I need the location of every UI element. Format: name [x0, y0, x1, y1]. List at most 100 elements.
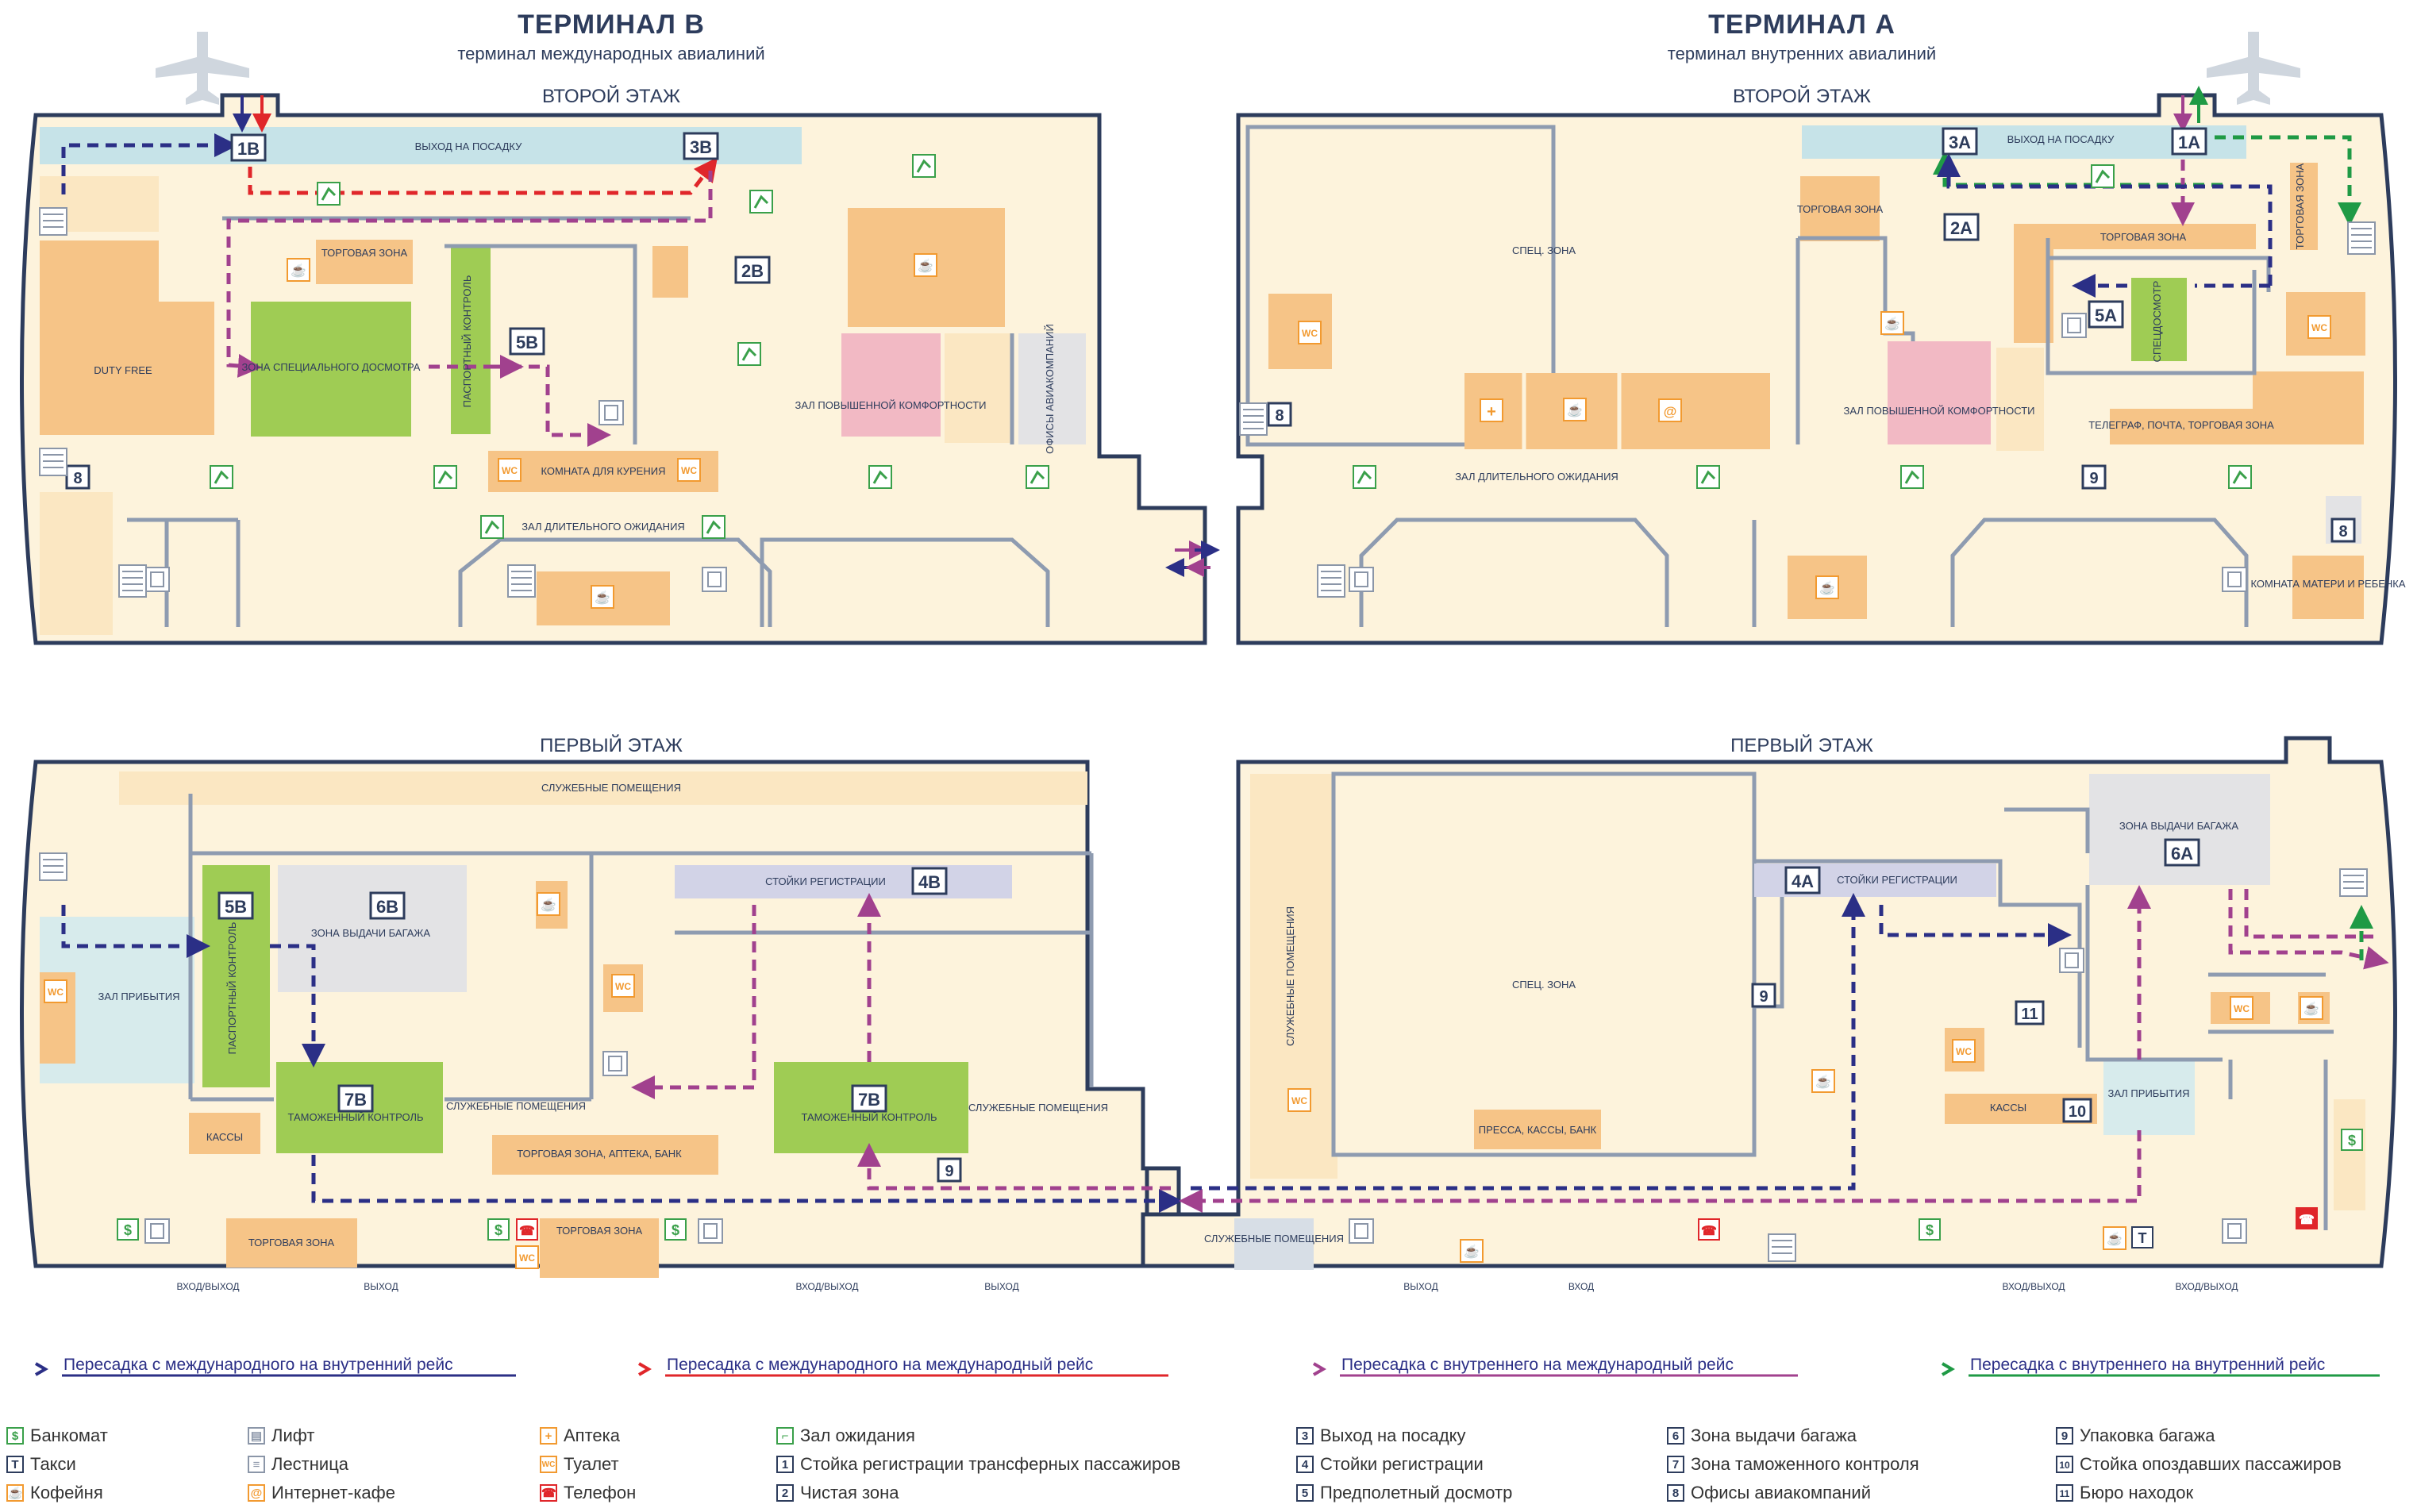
svg-text:☎: ☎ [1701, 1225, 1717, 1238]
svg-text:4В: 4В [918, 872, 941, 892]
terminal-b-title: ТЕРМИНАЛ В [518, 10, 705, 40]
stairs-icon [39, 207, 67, 236]
entry-label: ВХОД/ВЫХОД [795, 1281, 858, 1292]
elevator-icon: ▤ [248, 1427, 265, 1445]
legend-route-lines [34, 1362, 2380, 1377]
a1-arrival-label: ЗАЛ ПРИБЫТИЯ [2107, 1087, 2189, 1099]
svg-text:2В: 2В [741, 261, 764, 281]
b1-shop2-label: ТОРГОВАЯ ЗОНА [556, 1225, 643, 1237]
svg-text:9: 9 [945, 1163, 953, 1180]
number-markers: 1В 3В 2В 5В 8 3А 1А 2А 5А 8 9 8 5В 6В 4В… [65, 127, 2356, 1183]
b1-checkin-label: СТОЙКИ РЕГИСТРАЦИИ [765, 875, 886, 887]
waiting-room-icon: ⌐ [776, 1427, 794, 1445]
marker-9-a2: 9 [2081, 464, 2107, 490]
svg-text:WC: WC [681, 465, 697, 476]
b1-service3-label: СЛУЖЕБНЫЕ ПОМЕЩЕНИЯ [968, 1102, 1108, 1114]
terminal-a-second-floor [1236, 93, 2397, 645]
coffee-icon: ☕ [2300, 996, 2323, 1020]
floor-label-a1: ПЕРВЫЙ ЭТАЖ [1730, 735, 1873, 756]
elevator-icon [702, 567, 727, 592]
svg-text:5А: 5А [2095, 306, 2117, 325]
elevator-icon [2222, 567, 2247, 592]
b2-security-label: ЗОНА СПЕЦИАЛЬНОГО ДОСМОТРА [242, 361, 421, 373]
a2-shop-label: ТОРГОВАЯ ЗОНА [1797, 203, 1884, 215]
marker-9-a1: 9 [1751, 983, 1776, 1008]
svg-text:11: 11 [2021, 1006, 2038, 1023]
legend-internet-cafe: @Интернет-кафе [248, 1483, 395, 1503]
svg-text:WC: WC [2311, 322, 2327, 333]
a1-press-label: ПРЕССА, КАССЫ, БАНК [1479, 1124, 1597, 1136]
atm-icon: $ [6, 1427, 24, 1445]
marker-6a: 6А [2164, 838, 2200, 867]
phone-icon: ☎ [540, 1484, 557, 1502]
plane-icon [2207, 32, 2300, 105]
internet-cafe-icon: @ [248, 1484, 265, 1502]
waiting-room-icon [433, 465, 457, 489]
b1-customs1-label: ТАМОЖЕННЫЙ КОНТРОЛЬ [287, 1111, 423, 1123]
stairs-icon [2339, 868, 2368, 897]
b2-smoking-label: КОМНАТА ДЛЯ КУРЕНИЯ [541, 465, 666, 477]
svg-text:WC: WC [1291, 1095, 1307, 1106]
b2-passport-label: ПАСПОРТНЫЙ КОНТРОЛЬ [461, 275, 473, 408]
svg-text:☕: ☕ [1815, 1074, 1831, 1089]
marker-5b: 5В [509, 327, 545, 356]
svg-text:T: T [2138, 1230, 2147, 1246]
b2-duty-free-label: DUTY FREE [94, 364, 152, 376]
legend-stairs: ≡Лестница [248, 1454, 348, 1475]
svg-text:$: $ [2348, 1133, 2356, 1148]
svg-text:8: 8 [2338, 523, 2347, 541]
floor-label-b1: ПЕРВЫЙ ЭТАЖ [540, 735, 683, 756]
terminal-a-title: ТЕРМИНАЛ А [1708, 10, 1895, 40]
terminal-b-subtitle: терминал международных авиалиний [457, 44, 765, 63]
svg-text:☕: ☕ [918, 258, 933, 273]
b1-customs2-label: ТАМОЖЕННЫЙ КОНТРОЛЬ [801, 1111, 937, 1123]
taxi-icon: T [6, 1456, 24, 1473]
a2-gate-label: ВЫХОД НА ПОСАДКУ [2007, 133, 2115, 145]
elevator-icon [602, 1051, 628, 1076]
pharmacy-icon: + [540, 1427, 557, 1445]
pharmacy-icon: + [1480, 398, 1503, 422]
phone-icon: ☎ [2296, 1207, 2318, 1229]
svg-text:☕: ☕ [1819, 580, 1835, 595]
stairs-icon [1239, 402, 1268, 436]
svg-text:$: $ [495, 1222, 502, 1238]
svg-text:WC: WC [2234, 1003, 2250, 1014]
svg-text:WC: WC [615, 981, 631, 992]
elevator-icon [698, 1218, 723, 1244]
taxi-icon: T [2131, 1226, 2153, 1248]
a1-service-v-label: СЛУЖЕБНЫЕ ПОМЕЩЕНИЯ [1284, 906, 1296, 1046]
svg-text:7В: 7В [344, 1090, 367, 1110]
svg-text:8: 8 [73, 470, 82, 487]
marker-9-b1: 9 [937, 1157, 962, 1183]
stairs-icon [39, 852, 67, 881]
route-legend-dom-dom: Пересадка с внутреннего на внутренний ре… [1970, 1356, 2326, 1374]
toilet-icon: WC [1287, 1088, 1311, 1112]
marker-8-a2: 8 [1267, 402, 1292, 427]
stairs-icon [1768, 1233, 1796, 1262]
toilet-icon: WC [44, 979, 67, 1003]
stairs-icon: ≡ [248, 1456, 265, 1473]
a1-service-label: СЛУЖЕБНЫЕ ПОМЕЩЕНИЯ [1204, 1233, 1344, 1245]
svg-text:3А: 3А [1949, 133, 1971, 152]
terminal-a-subtitle: терминал внутренних авиалиний [1667, 44, 1937, 63]
a2-shop3-label: ТОРГОВАЯ ЗОНА [2294, 164, 2306, 250]
svg-text:☕: ☕ [1464, 1244, 1480, 1259]
a2-telegraph-label: ТЕЛЕГРАФ, ПОЧТА, ТОРГОВАЯ ЗОНА [2088, 419, 2274, 431]
svg-text:5В: 5В [516, 333, 538, 352]
marker-7b-1: 7В [337, 1084, 374, 1113]
exit-label: ВЫХОД [984, 1281, 1018, 1292]
b1-shops-label: ТОРГОВАЯ ЗОНА, АПТЕКА, БАНК [517, 1148, 682, 1160]
b2-offices-label: ОФИСЫ АВИАКОМПАНИЙ [1044, 324, 1056, 454]
a2-waiting-label: ЗАЛ ДЛИТЕЛЬНОГО ОЖИДАНИЯ [1455, 471, 1618, 483]
svg-text:☕: ☕ [595, 590, 610, 605]
legend-atm: $Банкомат [6, 1425, 108, 1446]
coffee-icon: ☕ [1460, 1239, 1484, 1263]
map-service-icons: WC WC WC WC WC WC WC WC WC WC ☕ ☕ ☕ ☕ ☕ … [39, 154, 2376, 1269]
entry-label: ВХОД [1568, 1281, 1594, 1292]
svg-text:6А: 6А [2171, 844, 2193, 864]
svg-text:$: $ [1926, 1222, 1934, 1238]
